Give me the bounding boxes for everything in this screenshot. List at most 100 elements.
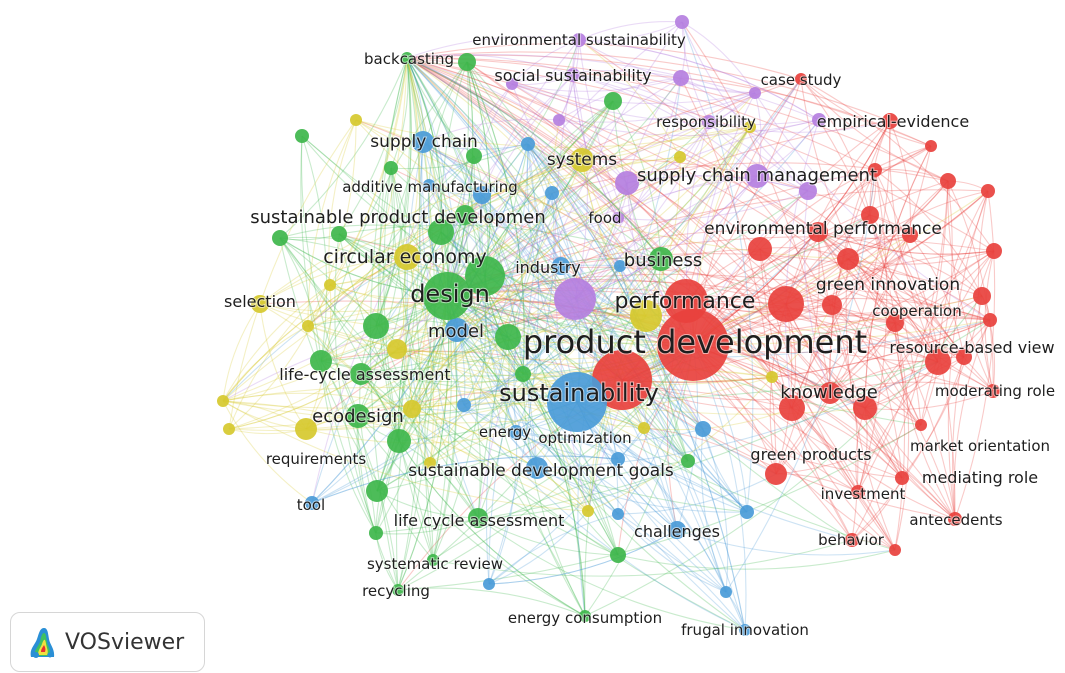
term-label-moderating-role[interactable]: moderating role [934, 381, 1056, 401]
node-green-i[interactable] [331, 226, 347, 242]
node-frugal-innovation[interactable] [739, 624, 751, 636]
node-purple-e[interactable] [749, 87, 761, 99]
term-label-case-study[interactable]: case study [760, 70, 843, 90]
node-red-f[interactable] [940, 173, 956, 189]
node-green-p[interactable] [401, 52, 413, 64]
node-green-q[interactable] [466, 148, 482, 164]
term-label-tool[interactable]: tool [296, 495, 326, 515]
node-yellow-d[interactable] [387, 339, 407, 359]
node-yellow-l[interactable] [674, 151, 686, 163]
node-yellow-c[interactable] [295, 418, 317, 440]
term-label-social-sustainability[interactable]: social sustainability [493, 65, 652, 86]
node-sustainable-product-developmen[interactable] [455, 205, 475, 225]
node-green-d[interactable] [387, 429, 411, 453]
node-systems[interactable] [570, 148, 594, 172]
node-supply-chain[interactable] [412, 131, 434, 153]
node-yellow-a[interactable] [630, 300, 662, 332]
node-cooperation[interactable] [886, 314, 904, 332]
node-red-c[interactable] [819, 382, 841, 404]
term-label-green-products[interactable]: green products [749, 444, 872, 465]
node-green-k[interactable] [369, 526, 383, 540]
term-label-green-innovation[interactable]: green innovation [815, 274, 961, 296]
node-life-cycle-assessment[interactable] [350, 363, 372, 385]
node-red-n[interactable] [902, 227, 918, 243]
node-yellow-k[interactable] [744, 121, 756, 133]
node-blue-f[interactable] [457, 398, 471, 412]
node-environmental-performance[interactable] [748, 237, 772, 261]
node-green-a[interactable] [465, 256, 505, 296]
term-label-behavior[interactable]: behavior [817, 530, 886, 550]
node-red-j[interactable] [822, 295, 842, 315]
term-label-investment[interactable]: investment [820, 484, 907, 504]
term-label-backcasting[interactable]: backcasting [363, 49, 455, 69]
node-yellow-m[interactable] [582, 505, 594, 517]
node-purple-core[interactable] [554, 278, 596, 320]
node-yellow-n[interactable] [302, 320, 314, 332]
node-red-l[interactable] [925, 140, 937, 152]
term-label-life-cycle-assessment[interactable]: life cycle assessment [393, 510, 566, 531]
term-label-recycling[interactable]: recycling [361, 581, 431, 601]
node-blue-b[interactable] [545, 186, 559, 200]
term-label-model[interactable]: model [427, 320, 485, 343]
node-red-h[interactable] [986, 243, 1002, 259]
node-sustainability[interactable] [547, 372, 607, 432]
node-purple-d[interactable] [566, 68, 580, 82]
node-blue-d[interactable] [695, 421, 711, 437]
term-label-optimization[interactable]: optimization [537, 428, 632, 448]
node-resource-based-view[interactable] [925, 349, 951, 375]
term-label-energy[interactable]: energy [478, 422, 532, 442]
node-red-i[interactable] [973, 287, 991, 305]
node-blue-j[interactable] [720, 586, 732, 598]
node-green-e[interactable] [310, 350, 332, 372]
term-label-empirical-evidence[interactable]: empirical-evidence [816, 111, 970, 132]
node-case-study[interactable] [795, 73, 807, 85]
node-blue-e[interactable] [611, 452, 625, 466]
node-industry[interactable] [552, 257, 570, 275]
node-blue-h[interactable] [612, 508, 624, 520]
node-behavior[interactable] [845, 533, 859, 547]
term-label-market-orientation[interactable]: market orientation [909, 436, 1051, 456]
term-label-supply-chain[interactable]: supply chain [369, 131, 478, 153]
term-label-environmental-sustainability[interactable]: environmental sustainability [471, 30, 687, 50]
term-label-sustainability[interactable]: sustainability [498, 378, 660, 408]
node-backcasting[interactable] [458, 53, 476, 71]
node-requirements[interactable] [424, 457, 436, 469]
term-label-additive-manufacturing[interactable]: additive manufacturing [341, 177, 519, 197]
node-green-l[interactable] [515, 366, 531, 382]
node-blue-k[interactable] [614, 260, 626, 272]
term-label-life-cycle-assessment[interactable]: life-cycle assessment [278, 364, 451, 385]
node-optimization[interactable] [638, 422, 650, 434]
node-green-j[interactable] [366, 480, 388, 502]
node-challenges[interactable] [668, 521, 686, 539]
node-tool[interactable] [305, 496, 319, 510]
node-green-b[interactable] [363, 313, 389, 339]
node-green-m[interactable] [681, 454, 695, 468]
node-yellow-g[interactable] [223, 423, 235, 435]
node-investment[interactable] [851, 485, 865, 499]
node-red-e[interactable] [861, 206, 879, 224]
node-antecedents[interactable] [948, 512, 962, 526]
term-label-resource-based-view[interactable]: resource-based view [888, 337, 1055, 358]
term-label-industry[interactable]: industry [514, 257, 582, 278]
node-green-o[interactable] [384, 161, 398, 175]
node-yellow-i[interactable] [350, 114, 362, 126]
node-red-a[interactable] [768, 286, 804, 322]
node-selection[interactable] [251, 295, 269, 313]
node-blue-c[interactable] [521, 137, 535, 151]
term-label-knowledge[interactable]: knowledge [779, 381, 879, 404]
node-green-products[interactable] [765, 463, 787, 485]
term-label-energy-consumption[interactable]: energy consumption [507, 608, 663, 628]
node-additive-manufacturing[interactable] [423, 179, 435, 191]
node-design[interactable] [423, 272, 471, 320]
term-label-food[interactable]: food [587, 208, 622, 228]
node-green-innovation[interactable] [837, 248, 859, 270]
term-label-product-development[interactable]: product development [522, 322, 868, 362]
term-label-performance[interactable]: performance [614, 288, 757, 315]
term-label-systematic-review[interactable]: systematic review [366, 554, 504, 574]
node-purple-b[interactable] [799, 182, 817, 200]
term-label-selection[interactable]: selection [223, 291, 297, 312]
term-label-sustainable-development-goals[interactable]: sustainable development goals [407, 460, 675, 482]
node-energy[interactable] [509, 425, 523, 439]
term-label-cooperation[interactable]: cooperation [871, 301, 962, 321]
term-label-frugal-innovation[interactable]: frugal innovation [680, 620, 810, 640]
